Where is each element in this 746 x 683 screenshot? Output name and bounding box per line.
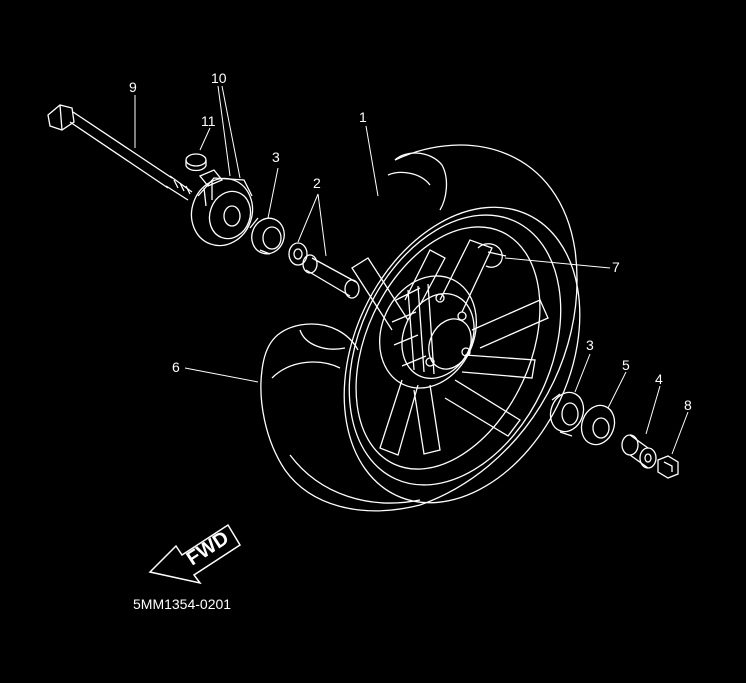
- hub: [378, 275, 478, 389]
- callout-10: 10: [211, 70, 227, 86]
- callout-1: 1: [359, 109, 367, 125]
- callout-2: 2: [313, 175, 321, 191]
- callout-4: 4: [655, 371, 663, 387]
- collar-right: [621, 434, 657, 469]
- callout-3-right: 3: [586, 337, 594, 353]
- meter-gear-unit: [190, 169, 254, 247]
- bearing-left: [249, 217, 285, 255]
- tire: [260, 144, 578, 512]
- fwd-label: FWD: [183, 527, 233, 570]
- rim: [343, 206, 581, 504]
- axle: [47, 104, 193, 201]
- callout-6: 6: [172, 359, 180, 375]
- spacer-collar: [288, 242, 360, 299]
- callout-5: 5: [622, 357, 630, 373]
- oil-seal: [185, 153, 207, 172]
- callout-11: 11: [201, 113, 216, 129]
- fwd-arrow-icon: [148, 523, 242, 585]
- leader-lines: [134, 85, 689, 455]
- axle-nut: [657, 455, 679, 479]
- callout-9: 9: [129, 79, 137, 95]
- part-code: 5MM1354-0201: [133, 596, 232, 612]
- seal-right: [580, 404, 616, 446]
- callout-3-left: 3: [272, 149, 280, 165]
- callout-8: 8: [684, 397, 692, 413]
- callout-7: 7: [612, 259, 620, 275]
- bearing-right: [549, 391, 585, 437]
